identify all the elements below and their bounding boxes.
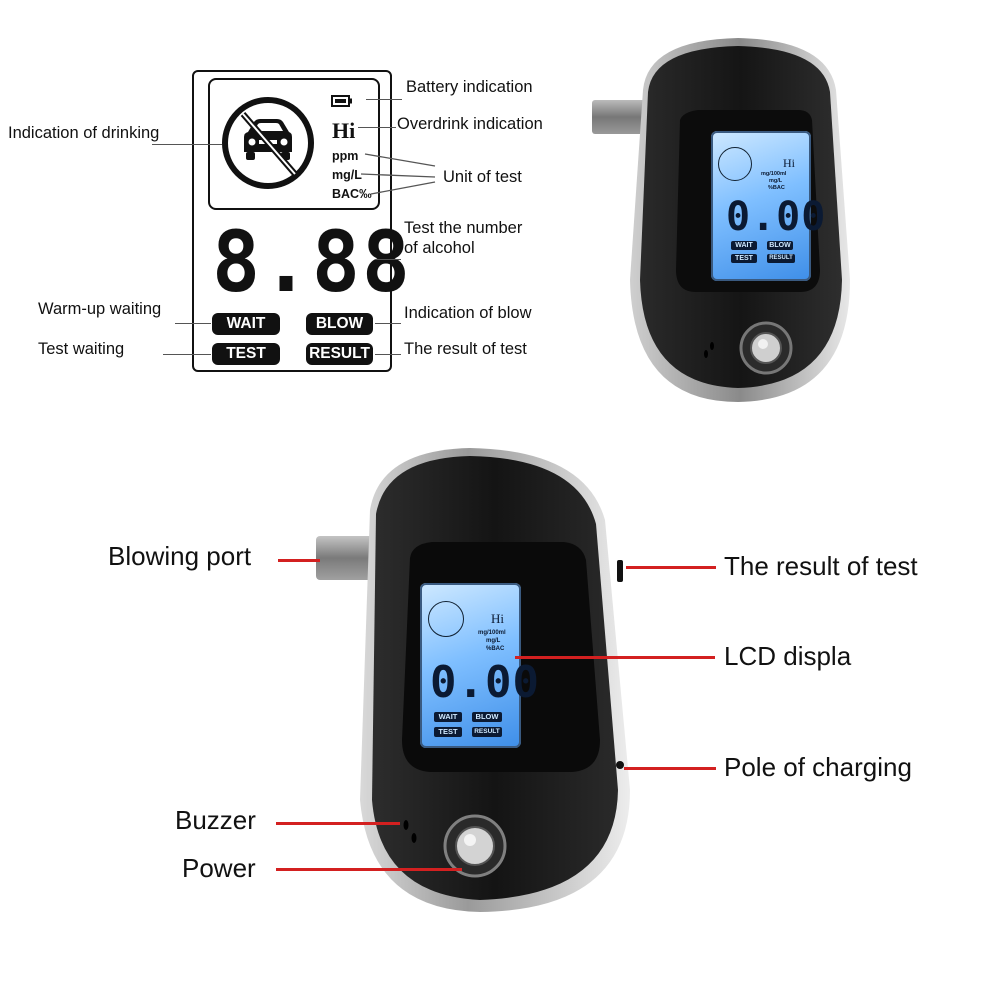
device-large-wait: WAIT	[434, 712, 462, 722]
charging-callout-leader	[624, 767, 716, 770]
number-label-1: Test the number	[404, 219, 523, 237]
unit-ppm: ppm	[332, 149, 359, 163]
lcd-digits: 8.88	[212, 213, 412, 311]
device-large-unit-3: %BAC	[486, 646, 505, 652]
warmup-label: Warm-up waiting	[38, 300, 162, 318]
battery-label: Battery indication	[406, 78, 533, 96]
no-drink-drive-icon	[222, 97, 314, 189]
lcd-callout-label: LCD displa	[724, 641, 852, 671]
testwait-label: Test waiting	[38, 340, 125, 358]
power-leader	[276, 868, 462, 871]
testwait-leader	[163, 354, 211, 356]
blow-leader	[375, 323, 401, 325]
unit-bac: BAC‰	[332, 187, 372, 201]
number-leader	[375, 259, 401, 261]
test-indicator: TEST	[212, 343, 280, 365]
device-large-digits: 0.00	[430, 657, 540, 708]
result-callout-label: The result of test	[724, 551, 918, 581]
blow-label: Indication of blow	[404, 304, 532, 322]
device-large-hi: Hi	[491, 611, 504, 626]
device-small-wait: WAIT	[731, 241, 757, 250]
result-indicator: RESULT	[306, 343, 373, 365]
buzzer-label: Buzzer	[175, 805, 256, 835]
device-large-unit-2: mg/L	[486, 638, 501, 644]
device-large-blow: BLOW	[472, 712, 502, 722]
device-small-test: TEST	[731, 254, 757, 263]
drinking-label: Indication of drinking	[8, 124, 160, 142]
unit-mgl: mg/L	[332, 168, 362, 182]
device-small-blow: BLOW	[767, 241, 793, 250]
wait-indicator: WAIT	[212, 313, 280, 335]
overdrink-leader	[358, 127, 396, 129]
device-small-result: RESULT	[767, 254, 795, 263]
hi-indicator: Hi	[332, 118, 356, 143]
result-label: The result of test	[404, 340, 527, 358]
warmup-leader	[175, 323, 211, 325]
drinking-leader	[152, 144, 222, 146]
blowing-port-label: Blowing port	[108, 541, 252, 571]
blow-indicator: BLOW	[306, 313, 373, 335]
result-callout-leader	[626, 566, 716, 569]
buzzer-leader	[276, 822, 400, 825]
device-small-unit-3: %BAC	[768, 185, 785, 191]
number-label-2: of alcohol	[404, 239, 475, 257]
battery-leader	[366, 99, 402, 101]
device-large-result: RESULT	[472, 727, 502, 737]
unit-leaders	[360, 153, 436, 195]
device-small-unit-2: mg/L	[769, 178, 783, 184]
unit-label: Unit of test	[443, 168, 522, 186]
device-small-hi: Hi	[783, 156, 795, 170]
device-small-unit-1: mg/100ml	[761, 171, 787, 177]
device-large-unit-1: mg/100ml	[478, 630, 506, 636]
power-label: Power	[182, 853, 256, 883]
device-large-no-drink-icon	[428, 601, 464, 637]
result-leader	[375, 354, 401, 356]
device-small-lcd: Hi mg/100ml mg/L %BAC 0.00 WAIT BLOW TES…	[711, 131, 825, 281]
device-large-lcd: Hi mg/100ml mg/L %BAC 0.00 WAIT BLOW TES…	[420, 583, 539, 748]
device-small-digits: 0.00	[726, 194, 827, 240]
lcd-callout-leader	[515, 656, 715, 659]
battery-icon	[331, 95, 352, 107]
blowing-port-leader	[278, 559, 320, 562]
device-small-no-drink-icon	[718, 147, 752, 181]
charging-callout-label: Pole of charging	[724, 752, 912, 782]
device-large-test: TEST	[434, 727, 462, 737]
overdrink-label: Overdrink indication	[397, 115, 543, 133]
